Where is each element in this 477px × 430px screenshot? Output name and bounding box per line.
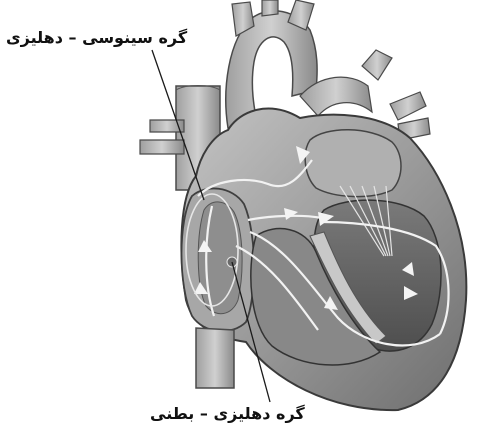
- right-atrium: [182, 188, 255, 331]
- sa-node-label: گره سینوسی – دهلیزی: [6, 28, 187, 47]
- inferior-vena-cava: [196, 328, 234, 388]
- av-node-label: گره دهلیزی – بطنی: [150, 404, 305, 423]
